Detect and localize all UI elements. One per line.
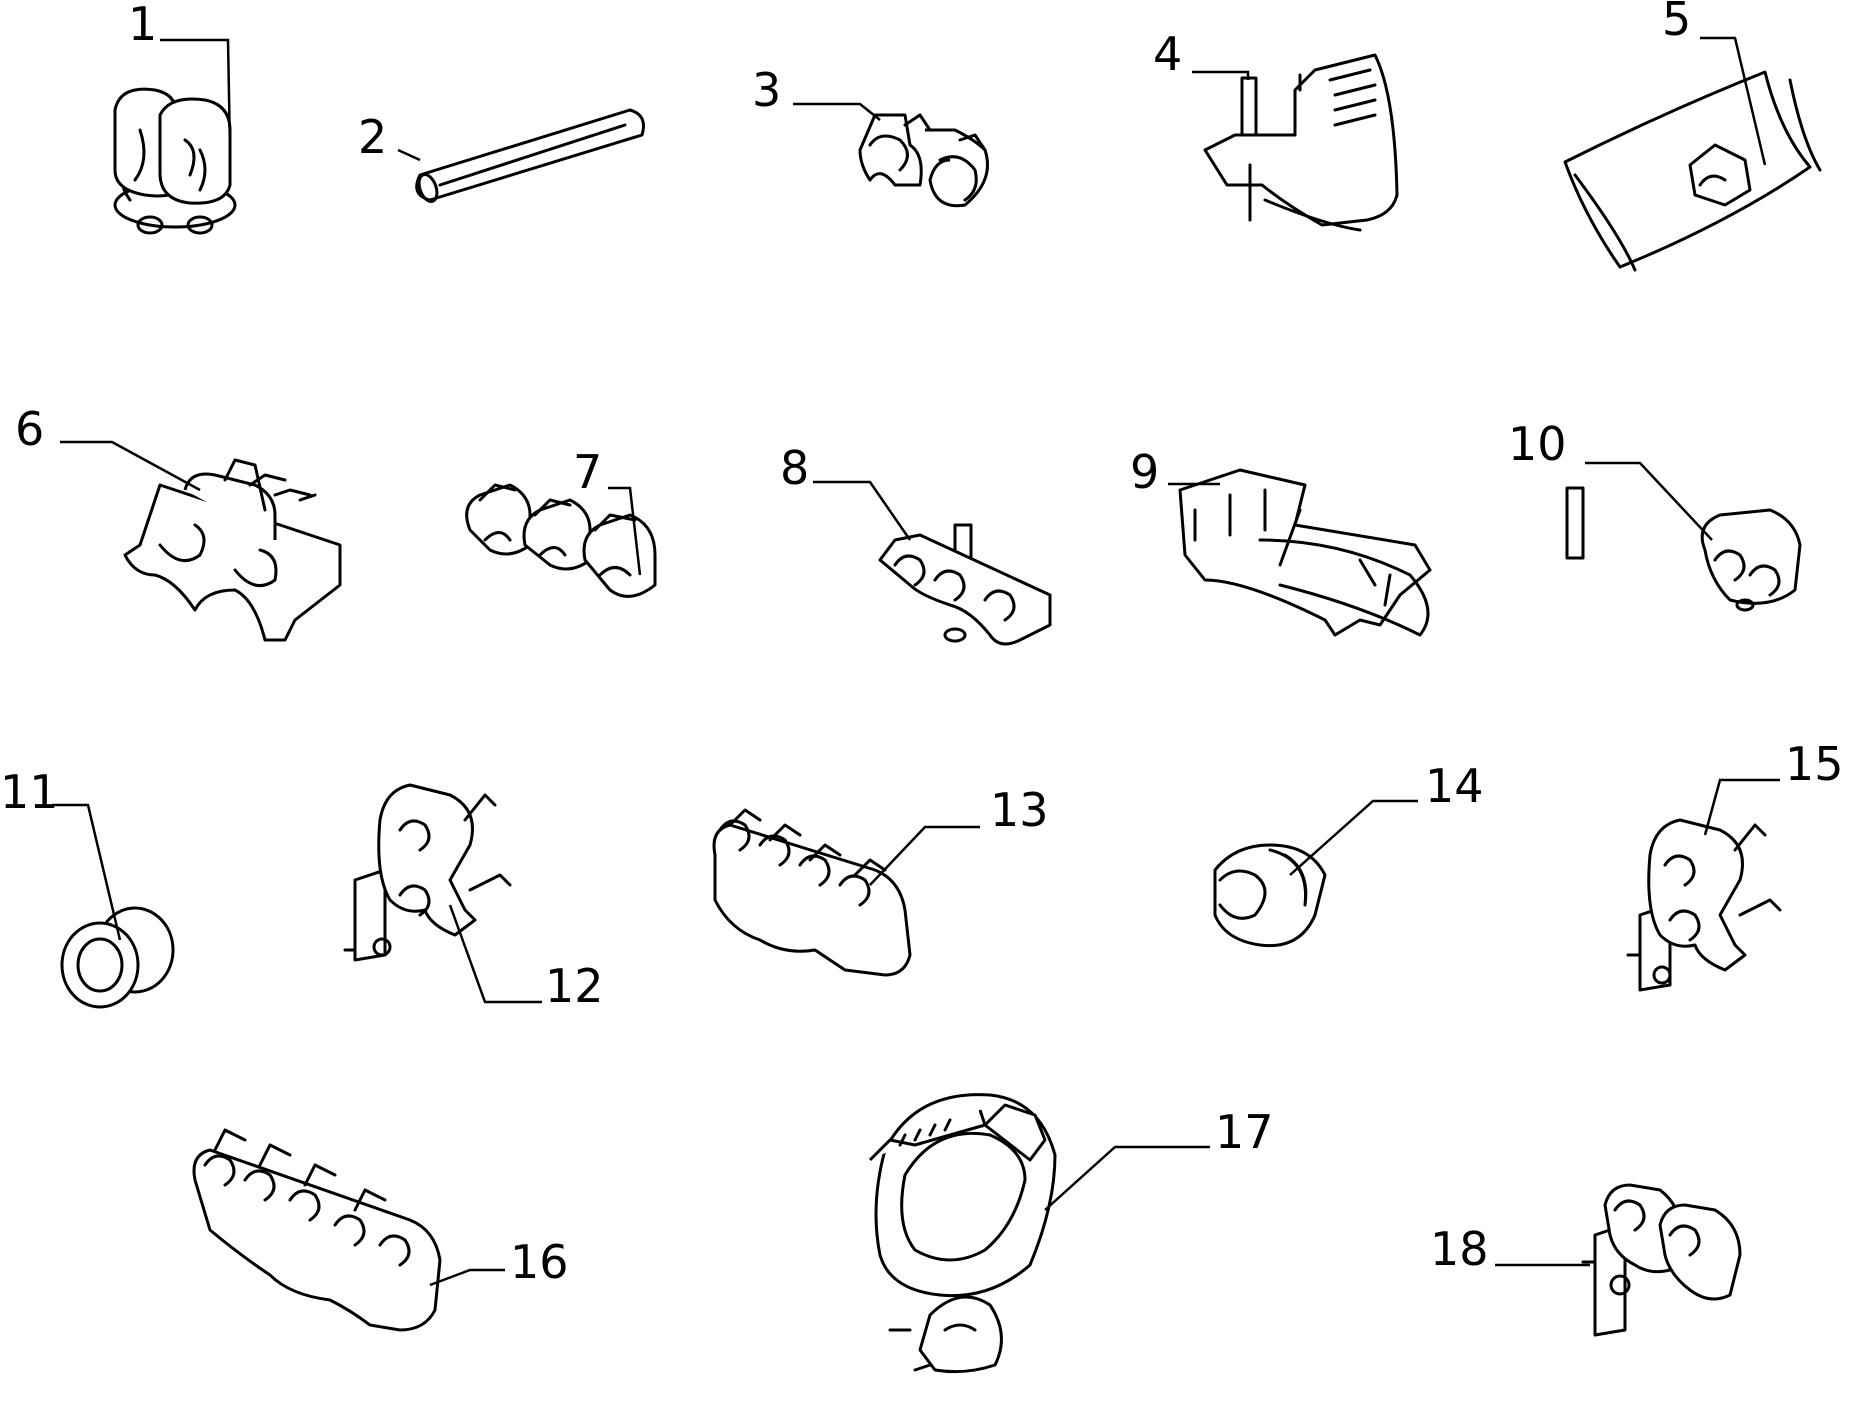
- callout-3: 3: [752, 63, 781, 117]
- part-18-bracket-drawing: [1581, 1183, 1742, 1337]
- leader-16: [429, 1268, 505, 1287]
- callout-13: 13: [990, 783, 1049, 837]
- leader-10: [1585, 461, 1713, 541]
- part-9-bracket-drawing: [1178, 468, 1432, 637]
- part-15-bracket-drawing: [1626, 818, 1782, 992]
- callout-8: 8: [780, 441, 809, 495]
- part-13-holder-drawing: [712, 808, 912, 977]
- part-16-holder-drawing: [192, 1128, 442, 1332]
- callout-18: 18: [1430, 1222, 1489, 1276]
- leader-4: [1192, 70, 1250, 80]
- leader-7: [608, 486, 642, 576]
- callout-12: 12: [545, 959, 604, 1013]
- callout-15: 15: [1785, 737, 1844, 791]
- leader-6: [60, 440, 201, 492]
- callout-7: 7: [573, 445, 602, 499]
- callout-16: 16: [510, 1235, 569, 1289]
- part-14-clip-drawing: [1213, 843, 1327, 948]
- callout-2: 2: [358, 110, 387, 164]
- leader-5: [1700, 36, 1767, 166]
- leader-2: [397, 148, 421, 162]
- leader-15: [1703, 778, 1780, 836]
- part-6-holder-drawing: [123, 458, 342, 642]
- callout-14: 14: [1425, 759, 1484, 813]
- part-10-clip-drawing: [1565, 486, 1802, 612]
- leader-3: [793, 102, 881, 121]
- callout-11: 11: [0, 765, 59, 819]
- part-3-clip-drawing: [858, 113, 989, 208]
- part-7-clip-drawing: [465, 483, 657, 598]
- part-11-grommet-drawing: [60, 906, 175, 1009]
- leader-1: [160, 38, 232, 151]
- part-2-rod-drawing: [415, 108, 645, 203]
- callout-1: 1: [128, 0, 157, 51]
- part-17-ring-drawing: [868, 1093, 1057, 1374]
- callout-labels: 1 2 3 4 5 6 7 8 9 10 11 12 13 14 15 16 1…: [0, 0, 1844, 1289]
- part-8-clip-drawing: [878, 523, 1052, 646]
- leader-8: [813, 480, 912, 541]
- part-5-plate-drawing: [1563, 70, 1822, 272]
- leader-17: [1044, 1145, 1210, 1211]
- leader-11: [52, 803, 122, 941]
- callout-17: 17: [1215, 1105, 1274, 1159]
- leader-13: [869, 825, 980, 886]
- leader-12: [448, 904, 542, 1004]
- callout-5: 5: [1662, 0, 1691, 46]
- callout-9: 9: [1130, 445, 1159, 499]
- part-12-bracket-drawing: [343, 783, 512, 962]
- callout-6: 6: [15, 402, 44, 456]
- leader-14: [1289, 799, 1418, 876]
- part-4-bracket-drawing: [1203, 53, 1399, 232]
- callout-4: 4: [1153, 27, 1182, 81]
- callout-10: 10: [1508, 417, 1567, 471]
- part-1-clip-drawing: [113, 87, 237, 235]
